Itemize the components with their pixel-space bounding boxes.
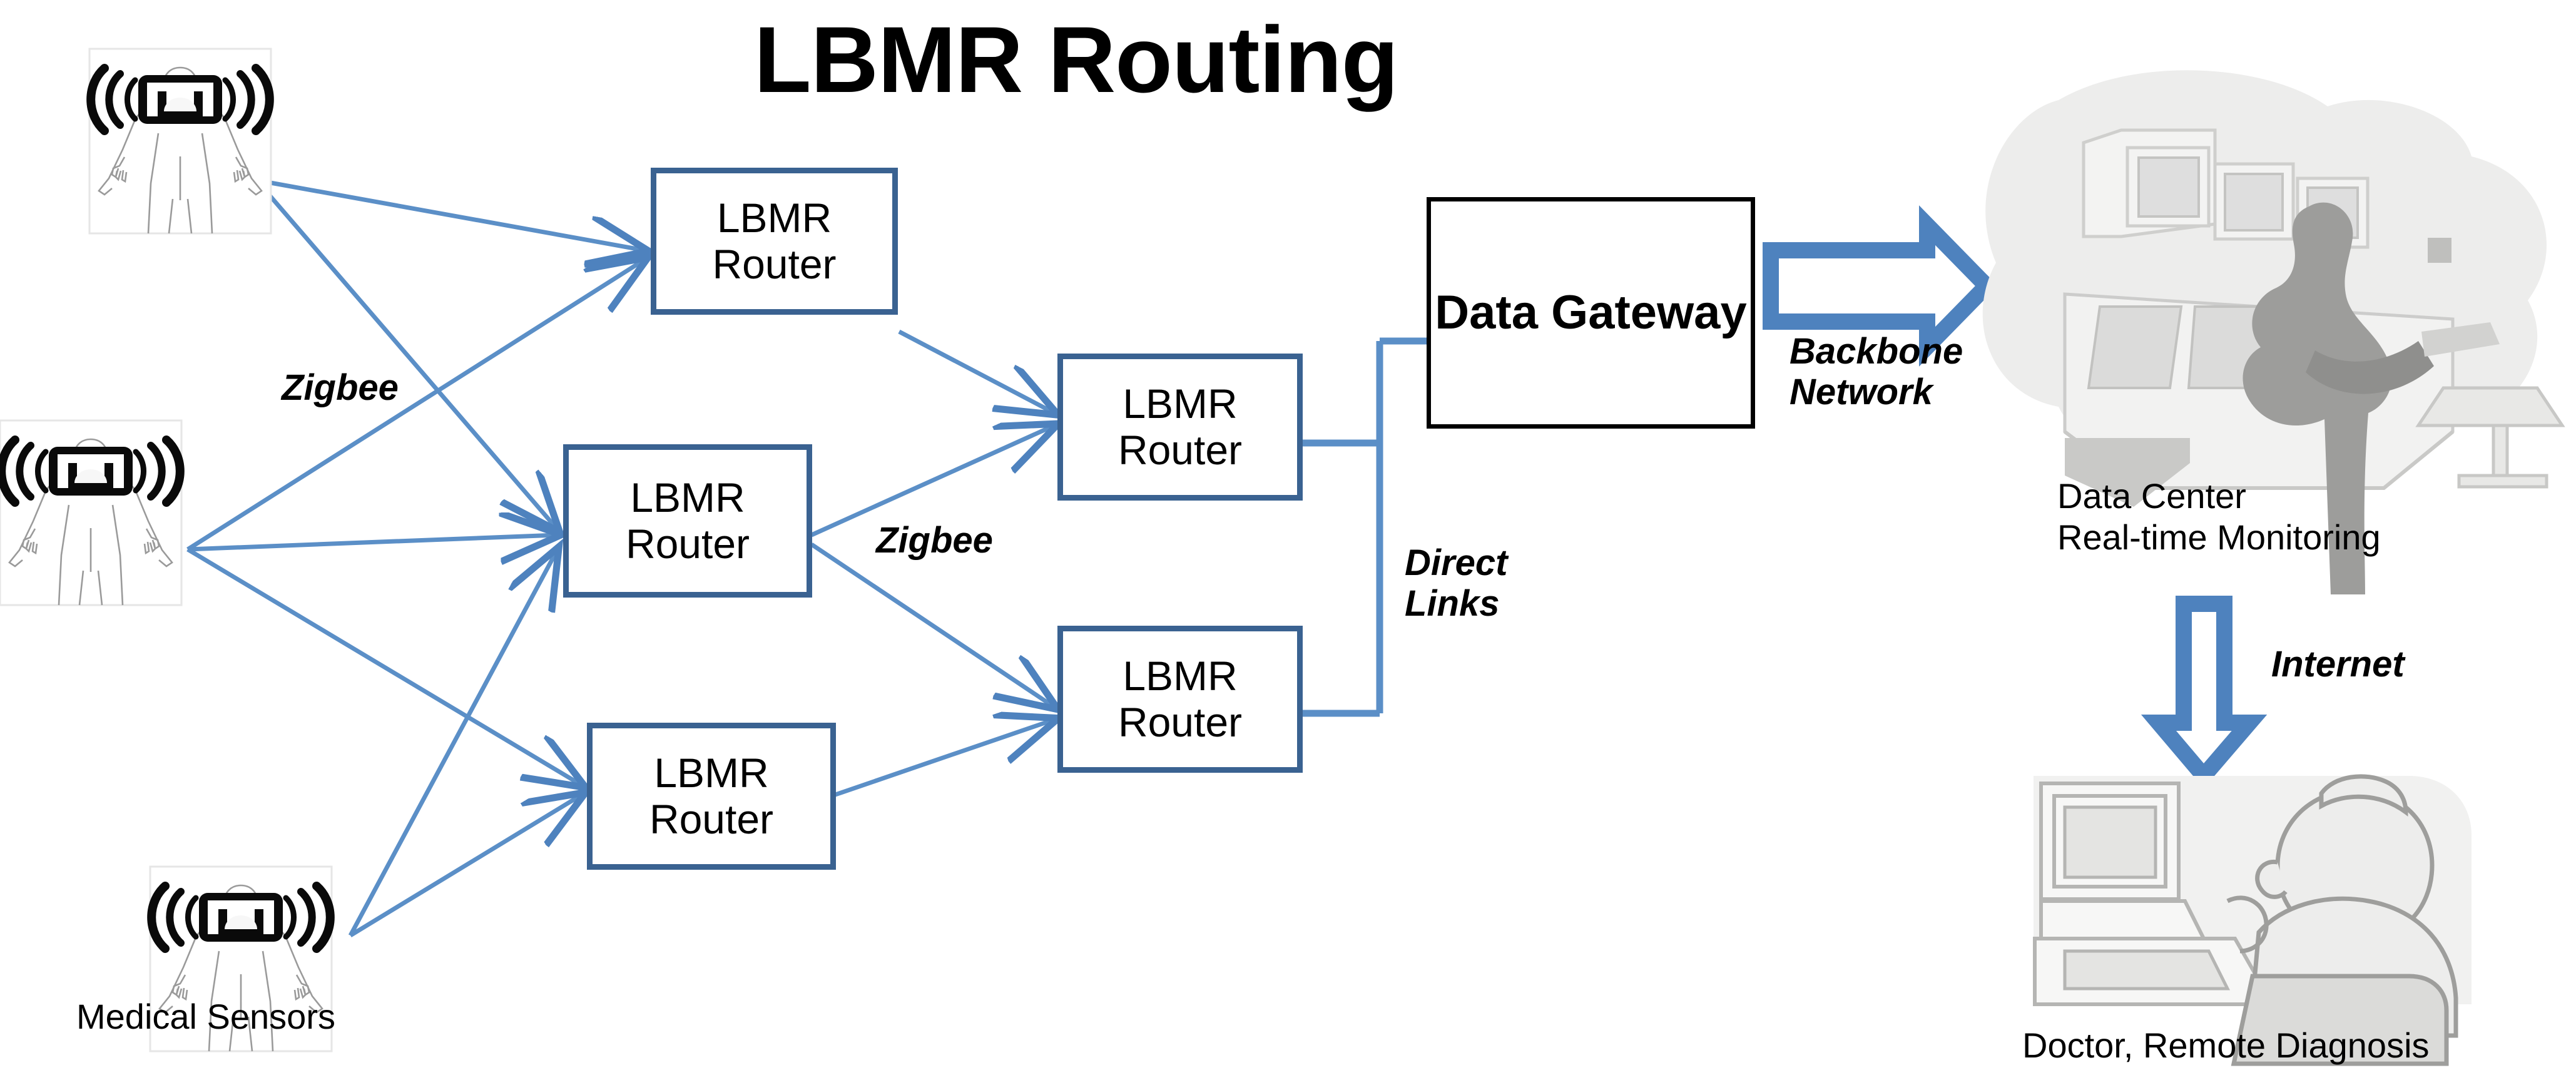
router-top[interactable]: LBMR Router: [651, 168, 898, 315]
medical-sensor-middle-figure: [0, 419, 185, 606]
medical-sensor-top-figure: [86, 48, 274, 235]
data-gateway-node[interactable]: Data Gateway: [1427, 197, 1755, 429]
direct-links-bus: [1301, 337, 1427, 717]
doctor-illustration: [2033, 774, 2472, 1066]
zigbee-router-links: [810, 329, 1054, 797]
data-center-illustration: [1982, 70, 2565, 594]
label-medical-sensors: Medical Sensors: [76, 997, 335, 1036]
internet-arrow: [2141, 596, 2268, 789]
router-mid-left[interactable]: LBMR Router: [563, 444, 812, 598]
router-right-upper[interactable]: LBMR Router: [1057, 354, 1303, 501]
label-data-center: Data Center Real-time Monitoring: [2057, 476, 2381, 558]
label-doctor: Doctor, Remote Diagnosis: [2022, 1026, 2430, 1065]
label-zigbee-left: Zigbee: [282, 367, 399, 408]
zigbee-sensor-links: [186, 178, 644, 937]
label-backbone-network: Backbone Network: [1789, 331, 1963, 412]
router-right-lower[interactable]: LBMR Router: [1057, 626, 1303, 773]
label-internet: Internet: [2271, 644, 2405, 685]
medical-sensor-bottom-figure: [147, 865, 335, 1052]
page-title: LBMR Routing: [754, 7, 1398, 112]
label-direct-links: Direct Links: [1405, 542, 1508, 624]
router-bottom-left[interactable]: LBMR Router: [587, 723, 836, 870]
label-zigbee-mid: Zigbee: [876, 520, 993, 561]
backbone-network-arrow: [1763, 205, 1998, 367]
